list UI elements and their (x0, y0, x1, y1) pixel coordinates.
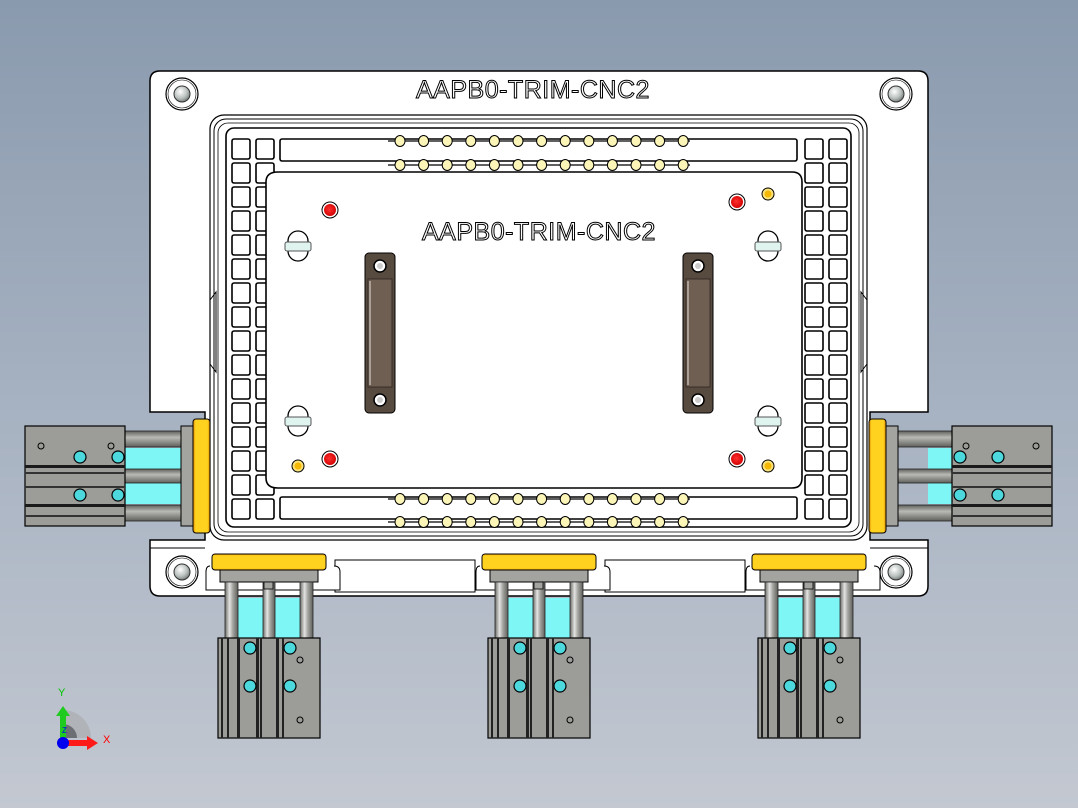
support-ball (488, 493, 500, 505)
support-ball (441, 159, 453, 171)
left-handle[interactable] (364, 252, 396, 414)
support-ball (630, 516, 642, 528)
slot-knobs (284, 230, 782, 437)
support-ball (654, 159, 666, 171)
corner-bolt-top-left (165, 77, 199, 111)
support-ball (536, 159, 548, 171)
support-ball (630, 493, 642, 505)
top-plate-engraving: AAPB0-TRIM-CNC2 (422, 218, 656, 247)
support-ball (677, 135, 689, 147)
support-ball (606, 493, 618, 505)
z-axis-label: Z (62, 726, 67, 735)
support-ball (488, 516, 500, 528)
cylinder-bottom-right[interactable] (745, 553, 881, 739)
support-ball (465, 135, 477, 147)
support-ball (559, 493, 571, 505)
y-axis-label: Y (58, 687, 66, 699)
corner-bolt-top-right (879, 77, 913, 111)
support-ball (418, 159, 430, 171)
coordinate-triad[interactable]: Y X Z (40, 680, 120, 760)
locator-pin-red-bottom-left (321, 450, 339, 468)
cylinder-bottom-center[interactable] (475, 553, 611, 739)
support-ball (465, 159, 477, 171)
x-axis-arrow-icon (63, 736, 98, 750)
support-ball (465, 493, 477, 505)
support-ball (630, 159, 642, 171)
support-ball (536, 493, 548, 505)
z-axis-dot-icon (57, 737, 69, 749)
support-ball (559, 159, 571, 171)
support-ball (606, 159, 618, 171)
top-plate (265, 140, 803, 523)
support-ball (394, 516, 406, 528)
y-axis-arrow-icon (56, 706, 70, 738)
support-ball (441, 493, 453, 505)
support-ball (394, 159, 406, 171)
support-ball (512, 516, 524, 528)
cylinder-bottom-left[interactable] (205, 553, 341, 739)
side-cylinder-left[interactable] (24, 418, 211, 534)
support-ball (536, 516, 548, 528)
locator-pins (291, 187, 775, 473)
support-ball (441, 516, 453, 528)
support-ball (441, 135, 453, 147)
support-ball (488, 135, 500, 147)
locator-pin-red-top-left (321, 201, 339, 219)
locator-pin-amber-bottom-left (291, 459, 305, 473)
locator-pin-amber-top-right (761, 187, 775, 201)
locator-pin-red-bottom-right (728, 450, 746, 468)
support-ball (606, 516, 618, 528)
support-ball (677, 516, 689, 528)
support-ball (536, 135, 548, 147)
support-ball (559, 135, 571, 147)
corner-bolt-bottom-left (165, 555, 199, 589)
support-ball (654, 135, 666, 147)
corner-bolt-bottom-right (879, 555, 913, 589)
support-ball (559, 516, 571, 528)
support-ball (418, 493, 430, 505)
support-ball (512, 493, 524, 505)
nest-pocket (209, 114, 868, 541)
bottom-cylinders (205, 553, 881, 739)
relief-grid-right (804, 138, 848, 520)
support-ball (394, 493, 406, 505)
support-ball (654, 493, 666, 505)
support-ball (512, 159, 524, 171)
support-ball (583, 516, 595, 528)
support-ball (583, 159, 595, 171)
support-ball (418, 135, 430, 147)
support-balls (394, 135, 689, 528)
locator-pin-amber-bottom-right (761, 459, 775, 473)
locator-pin-red-top-right (728, 193, 746, 211)
right-handle[interactable] (682, 252, 714, 414)
support-ball (512, 135, 524, 147)
support-ball (677, 493, 689, 505)
support-ball (630, 135, 642, 147)
support-ball (583, 493, 595, 505)
support-ball (418, 516, 430, 528)
support-ball (394, 135, 406, 147)
support-ball (654, 516, 666, 528)
support-ball (677, 159, 689, 171)
support-ball (583, 135, 595, 147)
x-axis-label: X (103, 734, 111, 746)
support-ball (606, 135, 618, 147)
base-plate-engraving: AAPB0-TRIM-CNC2 (416, 76, 650, 105)
support-ball (465, 516, 477, 528)
side-cylinder-right[interactable] (868, 418, 1053, 534)
support-ball (488, 159, 500, 171)
